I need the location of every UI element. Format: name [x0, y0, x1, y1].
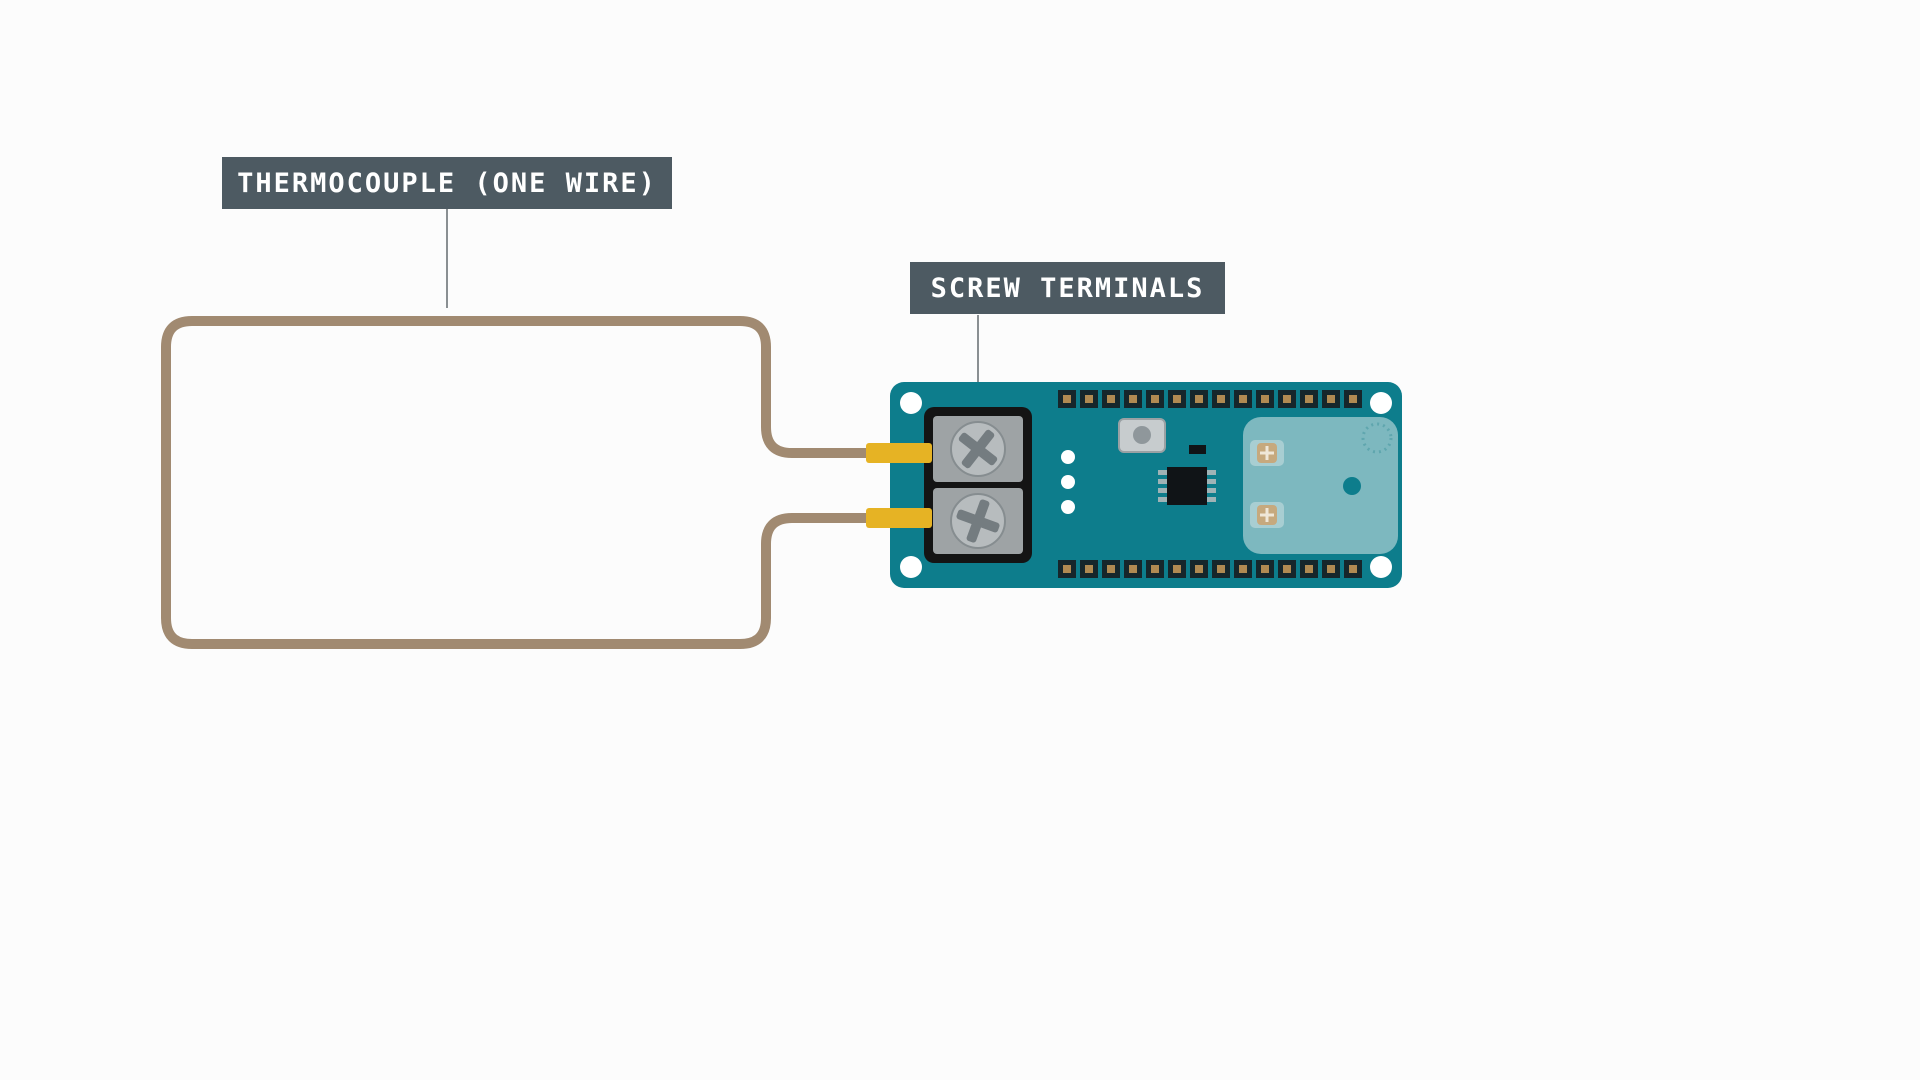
- pin-header-bottom: [1056, 560, 1364, 578]
- terminal-screw-top-icon: [950, 421, 1006, 477]
- connector-module-body: [1243, 417, 1398, 554]
- wire-ferrule-bottom: [866, 508, 932, 528]
- module-dot: [1343, 477, 1361, 495]
- screw-terminal-block: [924, 407, 1032, 563]
- terminal-screw-bottom-icon: [950, 493, 1006, 549]
- mounting-hole: [900, 392, 922, 414]
- pin-header-top: [1056, 390, 1364, 408]
- thermocouple-label: THERMOCOUPLE (ONE WIRE): [222, 157, 672, 209]
- thermocouple-wire: [161, 316, 896, 649]
- thermocouple-label-text: THERMOCOUPLE (ONE WIRE): [237, 167, 657, 199]
- mounting-hole: [900, 556, 922, 578]
- mounting-hole: [1370, 392, 1392, 414]
- module-screw-top-icon: [1257, 443, 1277, 463]
- reset-button: [1118, 418, 1166, 453]
- mounting-hole: [1370, 556, 1392, 578]
- wire-ferrule-top: [866, 443, 932, 463]
- arduino-board: [890, 382, 1402, 588]
- via-texture: [1361, 422, 1393, 454]
- smd-component: [1189, 445, 1206, 454]
- status-leds: [1061, 450, 1075, 514]
- screw-terminals-label: SCREW TERMINALS: [910, 262, 1225, 314]
- ic-chip: [1158, 445, 1216, 505]
- connector-module: [1243, 417, 1398, 554]
- module-screw-bottom-icon: [1257, 505, 1277, 525]
- screw-terminals-label-text: SCREW TERMINALS: [930, 272, 1205, 304]
